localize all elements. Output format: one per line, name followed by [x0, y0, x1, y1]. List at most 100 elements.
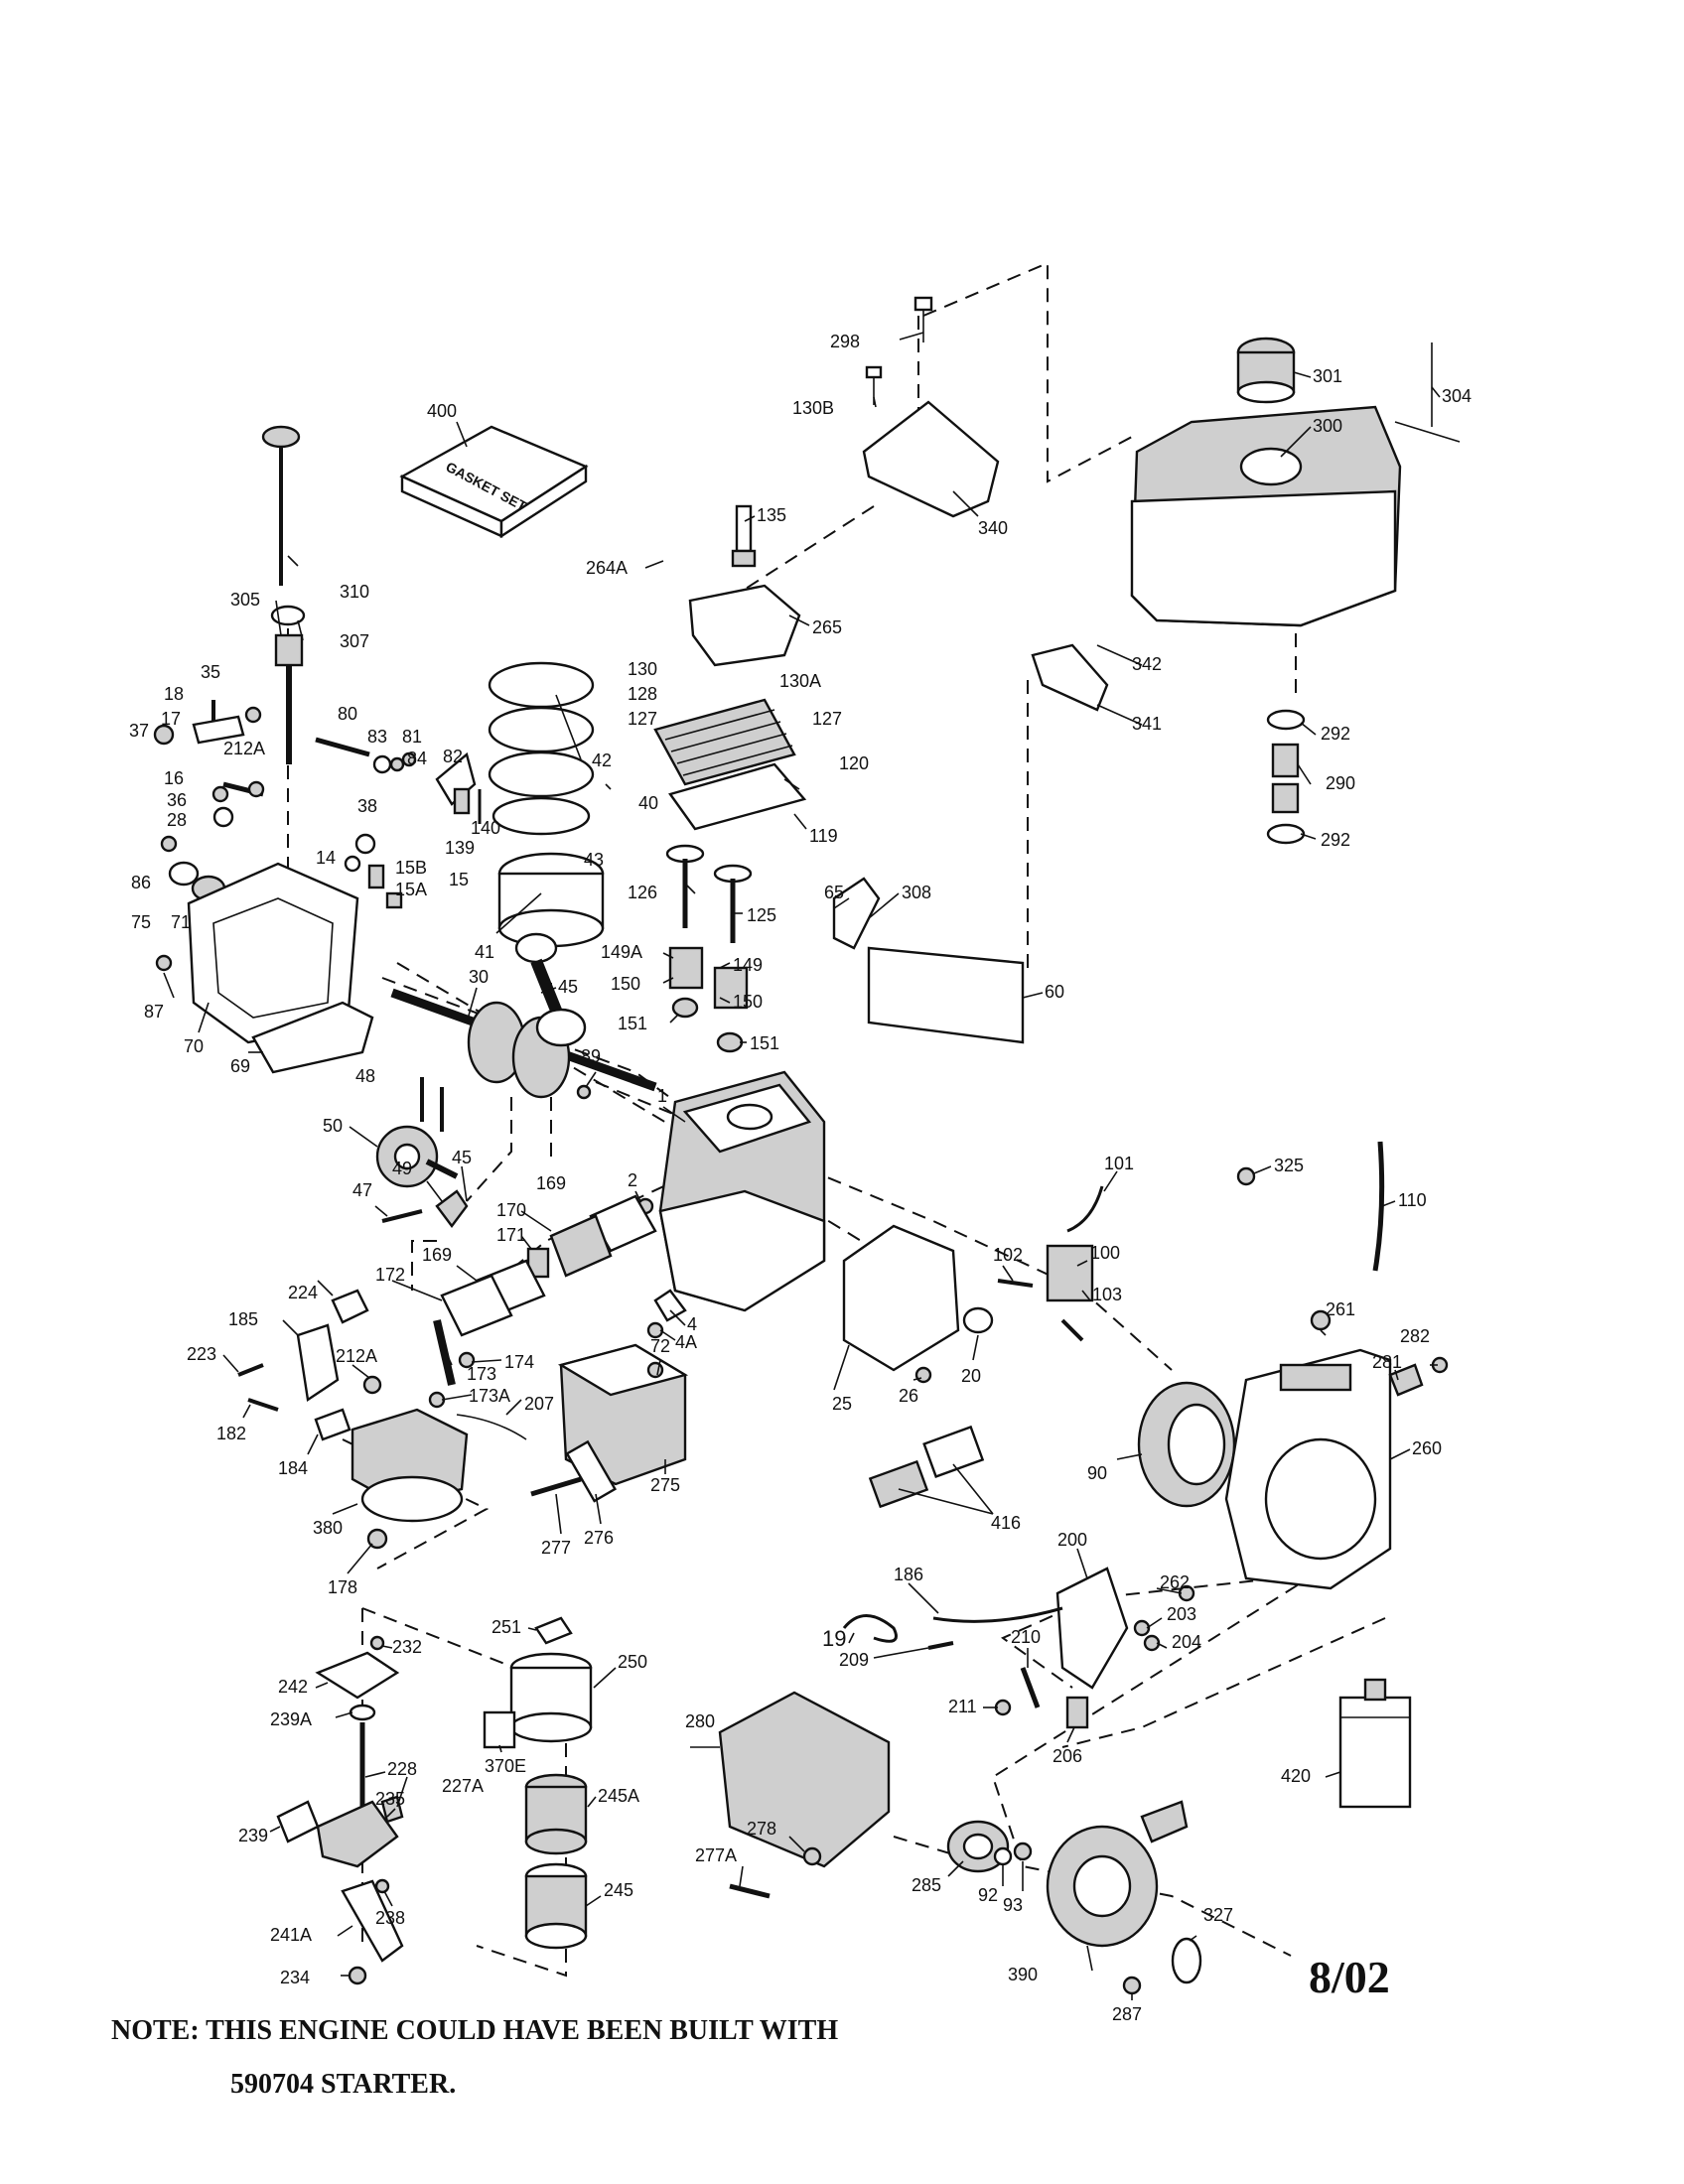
plate-242-icon: [315, 1651, 400, 1700]
callout-30: 30: [469, 967, 489, 987]
callout-127-right: 127: [812, 709, 842, 729]
screw-87-icon: [155, 954, 173, 972]
connecting-rod-45-icon: [514, 932, 587, 1047]
callout-370e: 370E: [485, 1756, 526, 1776]
part-232-icon: [369, 1635, 385, 1651]
nut-37-icon: [153, 724, 175, 746]
part-81-icon: [389, 756, 405, 772]
part-139-icon: [453, 787, 471, 815]
callout-169-lower: 169: [422, 1245, 452, 1265]
callout-92: 92: [978, 1885, 998, 1905]
callout-43: 43: [584, 850, 604, 870]
callout-290: 290: [1326, 773, 1355, 793]
gasket-239-icon: [276, 1800, 320, 1843]
callout-185: 185: [228, 1309, 258, 1329]
callout-262: 262: [1160, 1572, 1190, 1592]
screw-223-icon: [237, 1363, 264, 1377]
callout-2: 2: [628, 1170, 637, 1190]
callout-135: 135: [757, 505, 786, 525]
valve-spring-150-left-icon: [668, 946, 704, 990]
handle-icon: [1140, 1800, 1189, 1843]
dipstick-310-icon: [261, 425, 301, 586]
part-15a-icon: [385, 891, 403, 909]
valve-retainer-151-right-icon: [716, 1031, 744, 1053]
callout-281: 281: [1372, 1352, 1402, 1372]
callout-1: 1: [657, 1086, 667, 1106]
callout-327: 327: [1203, 1905, 1233, 1925]
callout-36: 36: [167, 790, 187, 810]
nut-93-icon: [1013, 1842, 1033, 1861]
cylinder-block-1-icon: [658, 1070, 826, 1312]
insulator-172-icon: [440, 1274, 513, 1337]
callout-labels: 298 130B 301 300 304 400 340 135 264A 31…: [129, 332, 1472, 2024]
callout-151-left: 151: [618, 1014, 647, 1033]
callout-260: 260: [1412, 1438, 1442, 1458]
part-304-icon: [1394, 342, 1461, 443]
callout-300: 300: [1313, 416, 1342, 436]
callout-4: 4: [687, 1314, 697, 1334]
callout-261: 261: [1326, 1299, 1355, 1319]
callout-151-right: 151: [750, 1033, 779, 1053]
recoil-starter-390-icon: [1046, 1825, 1159, 1948]
callout-251: 251: [491, 1617, 521, 1637]
callout-298: 298: [830, 332, 860, 351]
callout-173a: 173A: [469, 1386, 510, 1406]
callout-206: 206: [1052, 1746, 1082, 1766]
callout-308: 308: [902, 883, 931, 902]
breather-25-icon: [842, 1224, 960, 1372]
callout-245: 245: [604, 1880, 633, 1900]
callout-70: 70: [184, 1036, 204, 1056]
callout-18: 18: [164, 684, 184, 704]
callout-15b: 15B: [395, 858, 427, 878]
callout-4a: 4A: [675, 1332, 697, 1352]
screw-103-icon: [1060, 1318, 1084, 1342]
screw-261-icon: [1310, 1309, 1332, 1331]
callout-81: 81: [402, 727, 422, 747]
callout-86: 86: [131, 873, 151, 892]
callout-278: 278: [747, 1819, 776, 1839]
part-212a-upper-icon: [247, 780, 265, 798]
callout-174: 174: [504, 1352, 534, 1372]
part-15b-icon: [367, 864, 385, 889]
part-72-icon: [646, 1361, 664, 1379]
callout-42: 42: [592, 751, 612, 770]
part-416-right-icon: [922, 1425, 985, 1479]
screws-48-icon: [420, 1077, 444, 1132]
callout-173: 173: [467, 1364, 496, 1384]
callout-239a: 239A: [270, 1709, 312, 1729]
callout-125: 125: [747, 905, 776, 925]
callout-93: 93: [1003, 1895, 1023, 1915]
screw-182-icon: [247, 1398, 279, 1412]
callout-178: 178: [328, 1577, 357, 1597]
control-bracket-200-icon: [1055, 1567, 1129, 1690]
callout-100: 100: [1090, 1243, 1120, 1263]
callout-200: 200: [1057, 1530, 1087, 1550]
callout-75: 75: [131, 912, 151, 932]
callout-37: 37: [129, 721, 149, 741]
callout-239: 239: [238, 1826, 268, 1845]
callout-89: 89: [581, 1046, 601, 1066]
callout-209: 209: [839, 1650, 869, 1670]
callout-292-top: 292: [1321, 724, 1350, 744]
callout-65: 65: [824, 883, 844, 902]
callout-204: 204: [1172, 1632, 1201, 1652]
callout-102: 102: [993, 1245, 1023, 1265]
washer-83-icon: [372, 754, 392, 774]
valve-125-icon: [713, 864, 753, 943]
callout-307: 307: [340, 631, 369, 651]
callout-48: 48: [355, 1066, 375, 1086]
callout-15a: 15A: [395, 880, 427, 899]
dipper-89-icon: [576, 1084, 592, 1100]
callout-130a: 130A: [779, 671, 821, 691]
callout-127-left: 127: [628, 709, 657, 729]
baffle-308-icon: [832, 877, 881, 950]
callout-305: 305: [230, 590, 260, 610]
pump-body-icon: [316, 1800, 399, 1868]
nut-234-icon: [348, 1966, 367, 1985]
callout-241a: 241A: [270, 1925, 312, 1945]
part-287-icon: [1122, 1976, 1142, 1995]
screw-211-icon: [994, 1699, 1012, 1716]
callout-16: 16: [164, 768, 184, 788]
part-173a-icon: [428, 1391, 446, 1409]
callout-227a: 227A: [442, 1776, 484, 1796]
